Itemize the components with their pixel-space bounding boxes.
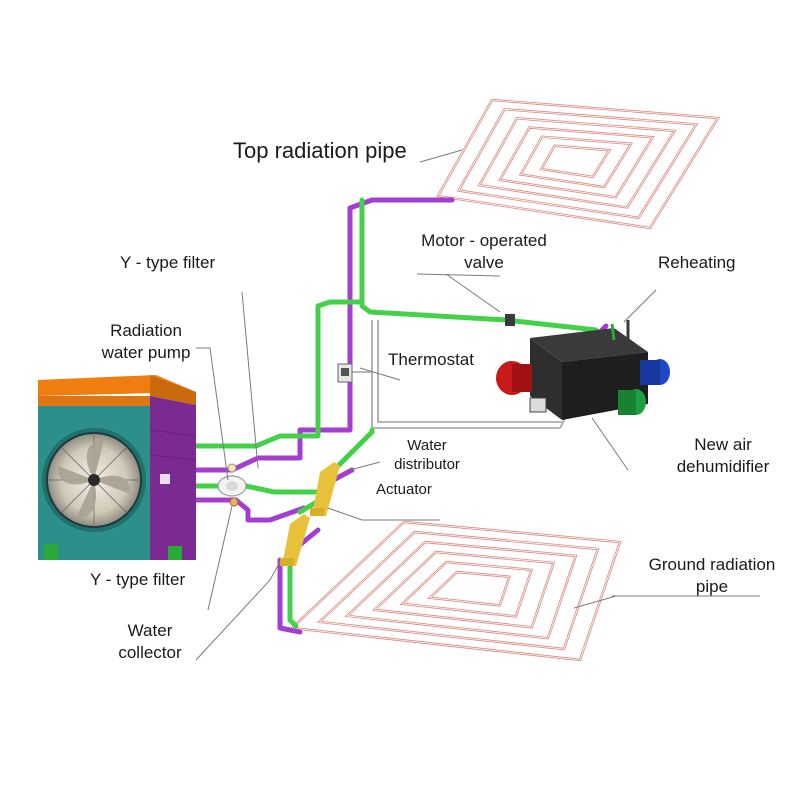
ground-radiation-coil-loop xyxy=(344,540,578,640)
ground-radiation-coil-loop-highlight xyxy=(401,561,533,617)
label-pump-line1: Radiation xyxy=(110,321,182,340)
label-reheating: Reheating xyxy=(658,253,736,272)
ground-radiation-coil-loop-highlight xyxy=(373,551,555,628)
y-filter-bottom-fitting xyxy=(229,497,239,507)
heat-pump-outdoor-unit xyxy=(38,375,197,560)
label-water-distributor: Water distributor xyxy=(384,436,470,474)
return-pipe-segment xyxy=(193,497,307,523)
radiation-water-pump xyxy=(217,475,247,497)
leader-lines xyxy=(195,149,760,661)
top-radiation-coil-loop-highlight xyxy=(520,136,632,188)
label-dehumidifier-line2: dehumidifier xyxy=(676,457,770,476)
label-y-type-filter-top: Y - type filter xyxy=(120,253,216,272)
ground-radiation-coil-loop xyxy=(316,530,600,651)
ground-radiation-coil-loop-highlight xyxy=(346,541,577,639)
label-water-collector: Water collector xyxy=(100,620,200,664)
supply-pipe-segment xyxy=(331,427,375,473)
supply-pipe-segment xyxy=(243,483,321,495)
water-distributor-manifold xyxy=(310,462,340,516)
label-y-type-filter-bottom: Y - type filter xyxy=(90,570,186,589)
top-radiation-coil-loop-highlight xyxy=(478,117,676,208)
ground-radiation-pipe-coil xyxy=(289,520,622,662)
ground-radiation-coil-loop-highlight xyxy=(429,571,510,606)
label-ground-radiation-pipe: Ground radiation pipe xyxy=(632,554,792,598)
label-ground-pipe-line2: pipe xyxy=(695,577,729,596)
label-motor-valve-line1: Motor - operated xyxy=(421,231,547,250)
top-radiation-coil-loop xyxy=(456,107,699,220)
top-radiation-pipe-coil xyxy=(436,98,721,230)
return-pipe-segment xyxy=(229,197,455,473)
label-thermostat: Thermostat xyxy=(388,350,474,369)
top-radiation-coil-loop-highlight xyxy=(499,127,654,198)
label-new-air-dehumidifier: New air dehumidifier xyxy=(668,434,778,478)
ground-radiation-coil-loop-highlight xyxy=(291,521,621,661)
label-ground-pipe-line1: Ground radiation xyxy=(648,555,776,574)
top-radiation-coil-loop-highlight xyxy=(540,145,610,178)
top-radiation-coil-loop xyxy=(518,135,634,189)
label-distributor-line2: distributor xyxy=(394,456,460,473)
label-dehumidifier-line1: New air xyxy=(694,435,752,454)
new-air-dehumidifier-unit xyxy=(496,320,670,420)
label-actuator: Actuator xyxy=(376,481,432,498)
return-pipe-segment xyxy=(277,557,303,635)
label-collector-line1: Water xyxy=(127,621,173,640)
ground-radiation-coil-loop xyxy=(289,520,622,662)
label-motor-operated-valve: Motor - operated valve xyxy=(410,230,558,274)
motor-operated-valve xyxy=(505,314,515,326)
label-radiation-water-pump: Radiation water pump xyxy=(94,320,198,364)
top-radiation-coil-loop xyxy=(498,126,655,199)
ground-radiation-coil-loop xyxy=(399,560,534,618)
label-top-radiation-pipe: Top radiation pipe xyxy=(233,138,407,163)
top-radiation-coil-loop-highlight xyxy=(458,108,697,219)
y-filter-top-fitting xyxy=(227,463,237,473)
label-pump-line2: water pump xyxy=(101,343,191,362)
top-radiation-coil-loop-highlight xyxy=(437,99,719,229)
label-distributor-line1: Water xyxy=(407,437,447,454)
water-collector-manifold xyxy=(280,514,310,566)
label-collector-line2: collector xyxy=(118,643,182,662)
label-motor-valve-line2: valve xyxy=(464,253,504,272)
supply-pipe-segment xyxy=(287,557,299,629)
thermostat-device xyxy=(337,363,353,383)
ground-radiation-coil-loop xyxy=(427,570,512,607)
ground-radiation-coil-loop-highlight xyxy=(318,531,599,650)
